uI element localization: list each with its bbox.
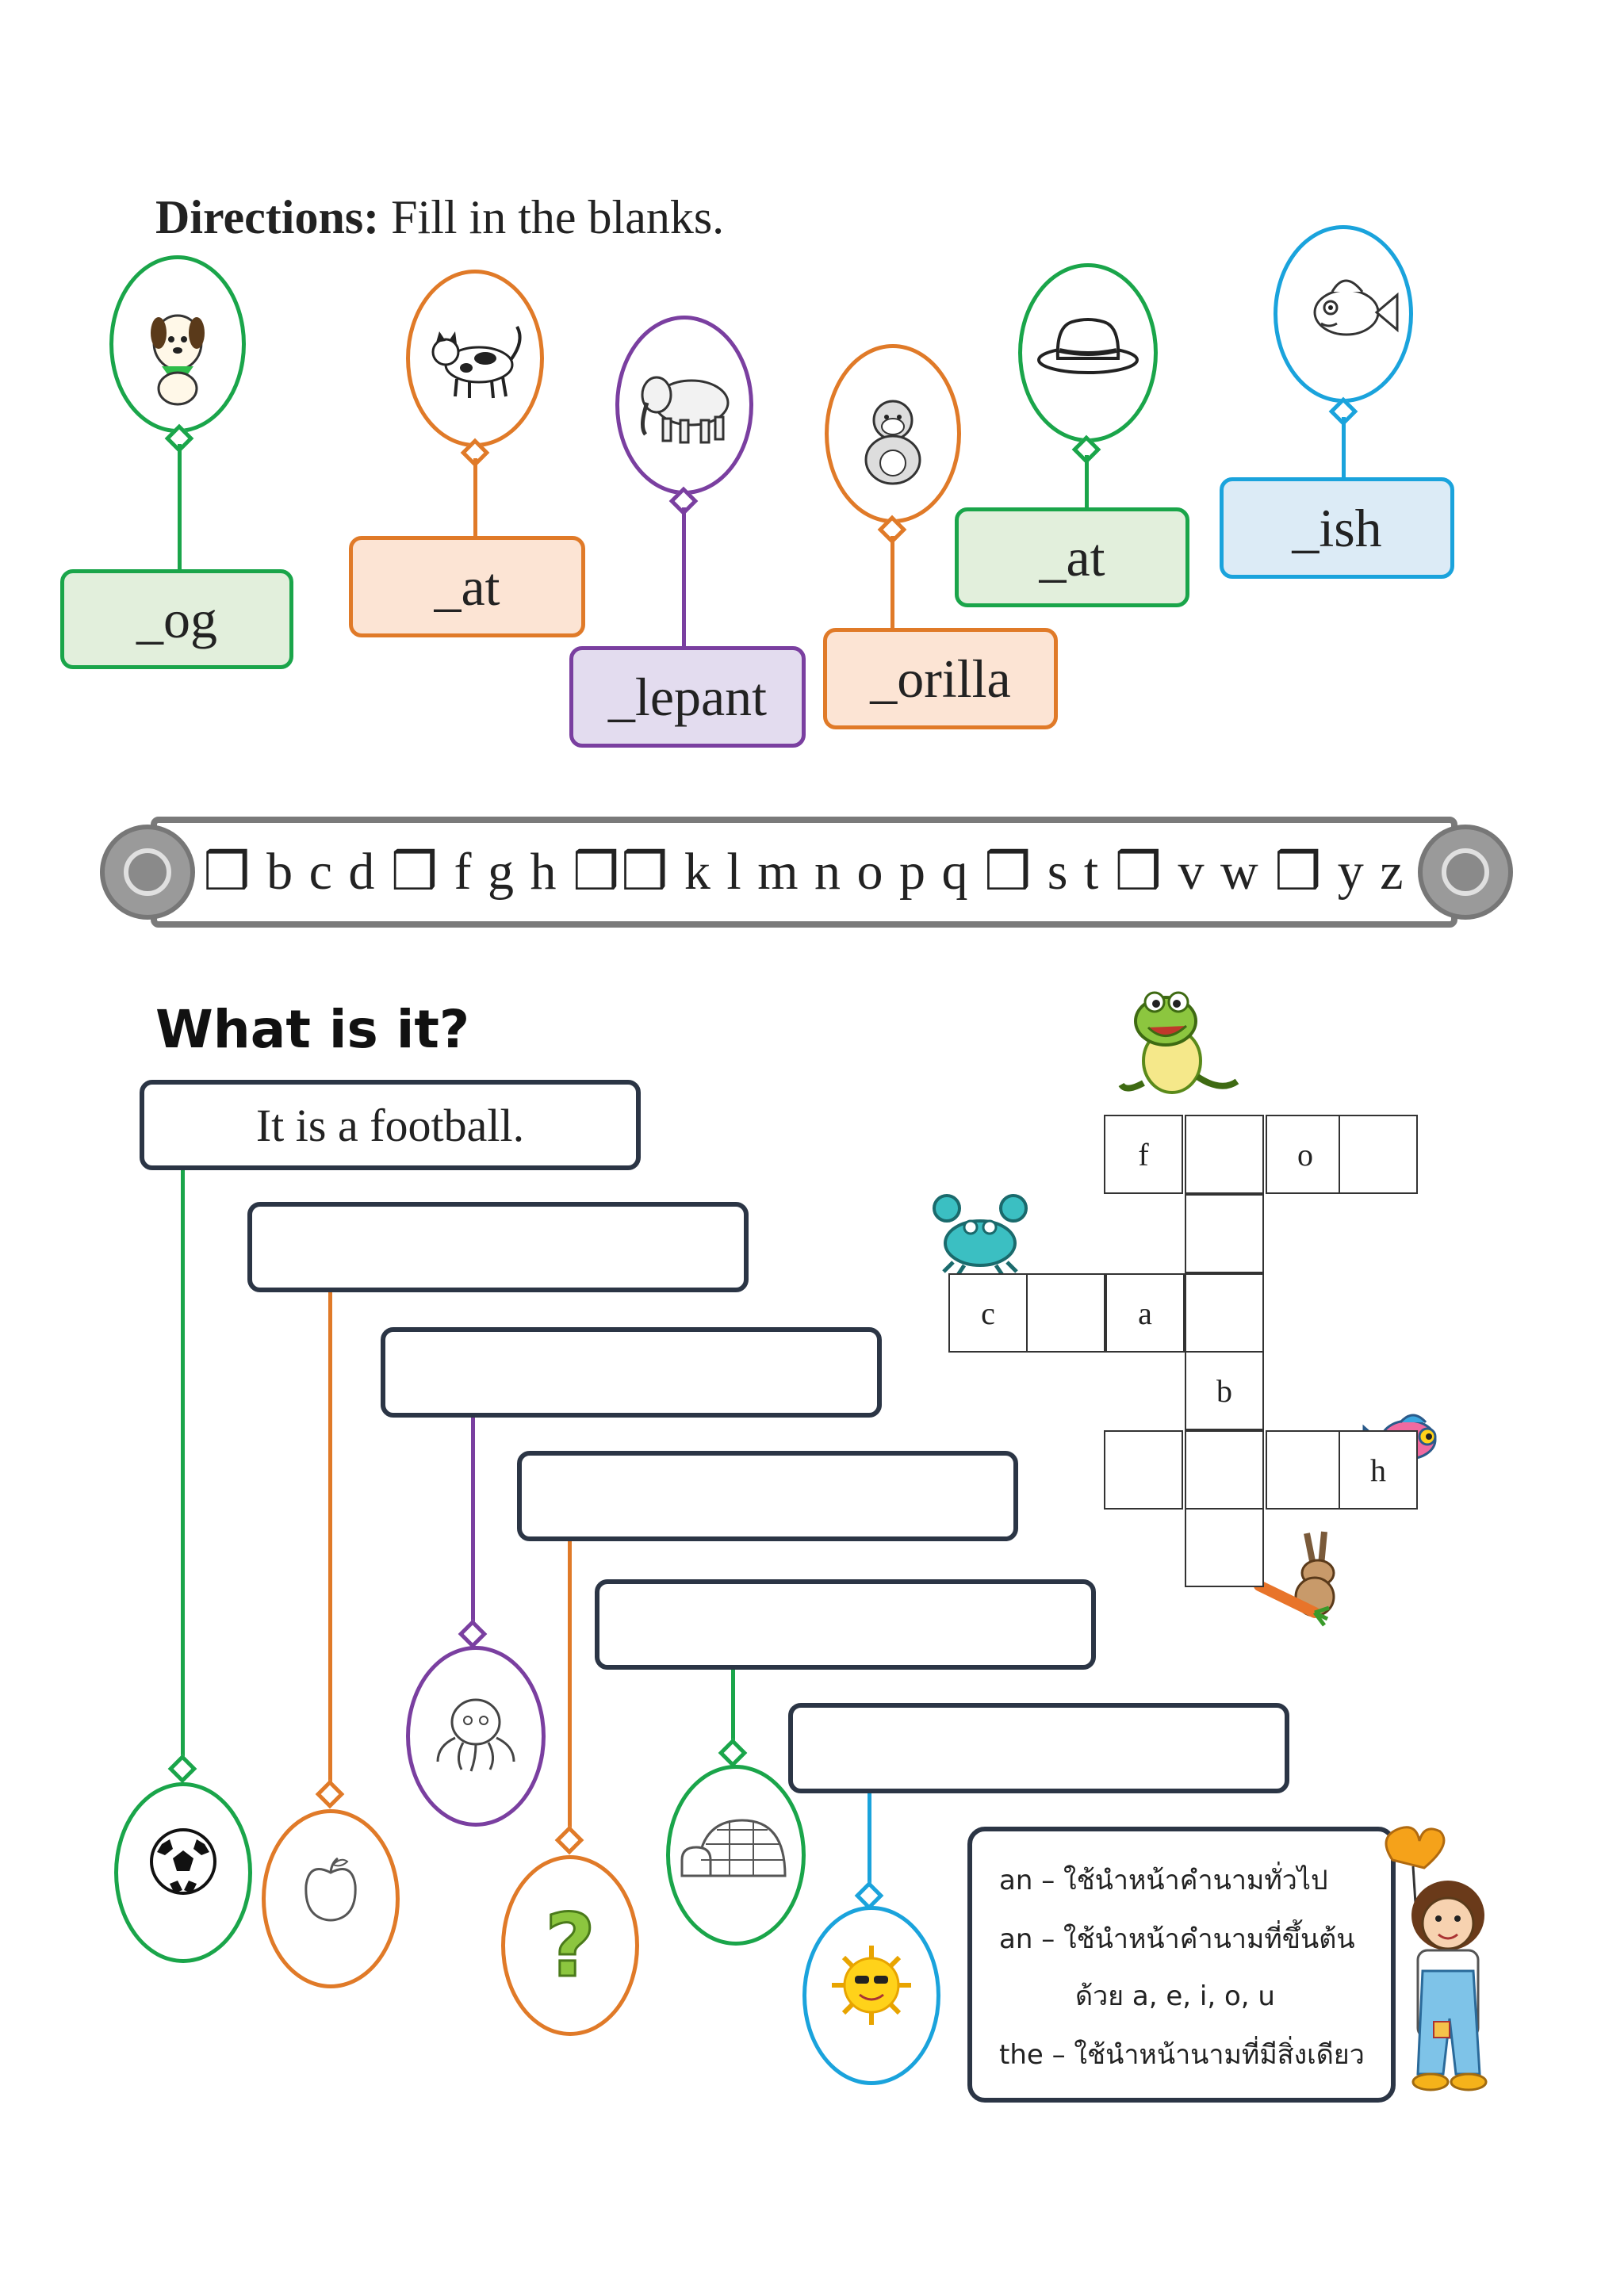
alphabet-bar: ❒ b c d ❒ f g h ❒❒ k l m n o p q ❒ s t ❒… — [151, 817, 1457, 928]
crossword-cell[interactable] — [1026, 1273, 1105, 1353]
answer-box-6[interactable] — [788, 1703, 1289, 1793]
alphabet-blank[interactable]: ❒ — [1274, 844, 1323, 901]
note-line: ด้วย a, e, i, o, u — [1075, 1980, 1275, 2012]
word-box-gorilla[interactable]: _orilla — [823, 628, 1058, 729]
crossword-cell[interactable] — [1185, 1508, 1264, 1587]
crossword-cell[interactable] — [1266, 1430, 1345, 1510]
crossword-cell[interactable]: o — [1266, 1115, 1345, 1194]
answer-box-3[interactable] — [381, 1327, 882, 1418]
word-box-hat[interactable]: _at — [955, 507, 1189, 607]
answer-box-1[interactable]: It is a football. — [140, 1080, 641, 1170]
crossword-cell[interactable] — [1104, 1430, 1183, 1510]
crossword-cell[interactable]: c — [948, 1273, 1028, 1353]
balloon-question: ? — [501, 1855, 639, 2036]
answer-string-2 — [328, 1292, 332, 1782]
football-icon — [150, 1828, 216, 1895]
scroll-end-left — [100, 825, 195, 920]
alphabet-blank[interactable]: ❒ — [621, 844, 670, 901]
word-box-elephant[interactable]: _lepant — [569, 646, 806, 748]
answer-string-1 — [181, 1170, 185, 1757]
balloon-octopus — [406, 1646, 546, 1827]
balloon-knot — [167, 1754, 197, 1784]
balloon-dog — [109, 255, 246, 433]
answer-string-3 — [471, 1418, 475, 1624]
crossword-cell[interactable] — [1185, 1115, 1264, 1194]
gorilla-icon — [864, 400, 921, 485]
alphabet-group: k l m n o p q — [684, 843, 970, 901]
alphabet-group: s t — [1047, 843, 1101, 901]
answer-string-6 — [868, 1793, 871, 1888]
answer-string-5 — [731, 1670, 735, 1749]
alphabet-group: y z — [1337, 843, 1405, 901]
crossword-cell[interactable]: b — [1185, 1351, 1264, 1430]
note-line: the – ใช้นำหน้านามที่มีสิ่งเดียว — [999, 2039, 1365, 2071]
answer-box-5[interactable] — [595, 1579, 1096, 1670]
balloon-hat — [1018, 263, 1158, 442]
answer-string-4 — [568, 1541, 572, 1831]
rabbit-carrot-icon — [1254, 1531, 1335, 1627]
balloon-elephant — [615, 316, 753, 495]
alphabet-blank[interactable]: ❒ — [390, 844, 440, 901]
word-box-fish[interactable]: _ish — [1220, 477, 1454, 579]
section-title: What is it? — [155, 999, 470, 1060]
article-note: an – ใช้นำหน้าคำนามทั่วไป an – ใช้นำหน้า… — [967, 1827, 1396, 2103]
balloon-knot — [718, 1738, 748, 1768]
alphabet-group: f g h — [454, 843, 558, 901]
alphabet-group: b c d — [266, 843, 377, 901]
word-box-cat[interactable]: _at — [349, 536, 585, 637]
igloo-icon — [680, 1819, 787, 1877]
crossword-cell[interactable]: f — [1104, 1115, 1183, 1194]
balloon-fish — [1274, 225, 1413, 403]
balloon-string — [682, 507, 686, 649]
balloon-cat — [406, 270, 544, 447]
answer-box-2[interactable] — [247, 1202, 749, 1292]
note-line: an – ใช้นำหน้าคำนามที่ขึ้นต้น — [999, 1923, 1355, 1955]
crossword-cell[interactable] — [1185, 1273, 1264, 1353]
directions-text: Fill in the blanks. — [391, 191, 725, 243]
balloon-football — [114, 1782, 252, 1963]
question-mark-icon: ? — [544, 1894, 597, 1998]
girl-with-balloon-icon — [1385, 1826, 1488, 2091]
answer-box-4[interactable] — [517, 1451, 1018, 1541]
crossword-cell[interactable] — [1339, 1115, 1418, 1194]
alphabet-blank[interactable]: ❒ — [1114, 844, 1163, 901]
sun-icon — [832, 1946, 911, 2025]
alphabet-group: v w — [1178, 843, 1260, 901]
balloon-string — [1085, 455, 1089, 509]
alphabet-blank[interactable]: ❒ — [984, 844, 1033, 901]
hat-icon — [1037, 318, 1139, 374]
crossword-cell[interactable]: a — [1105, 1273, 1185, 1353]
frog-icon — [1118, 991, 1239, 1094]
apple-icon — [304, 1857, 357, 1922]
alphabet-blank[interactable]: ❒ — [203, 844, 252, 901]
balloon-knot — [315, 1779, 345, 1809]
balloon-gorilla — [825, 344, 961, 523]
elephant-icon — [641, 376, 730, 444]
crossword-cell[interactable]: h — [1339, 1430, 1418, 1510]
balloon-string — [891, 536, 894, 631]
word-box-og[interactable]: _og — [60, 569, 293, 669]
balloon-apple — [262, 1809, 400, 1988]
crab-icon — [933, 1194, 1028, 1276]
balloon-sun — [802, 1906, 940, 2085]
directions-label: Directions: — [155, 191, 380, 243]
cat-icon — [431, 326, 522, 399]
scroll-end-right — [1418, 825, 1513, 920]
balloon-knot — [554, 1825, 584, 1855]
fish-icon — [1313, 279, 1399, 336]
balloon-knot — [458, 1619, 488, 1649]
directions: Directions: Fill in the blanks. — [155, 190, 724, 245]
note-line: an – ใช้นำหน้าคำนามทั่วไป — [999, 1865, 1328, 1896]
crossword-cell[interactable] — [1185, 1430, 1264, 1510]
balloon-string — [178, 444, 182, 571]
octopus-icon — [436, 1698, 515, 1772]
alphabet-blank[interactable]: ❒ — [573, 844, 622, 901]
balloon-string — [473, 458, 477, 538]
crossword-cell[interactable] — [1185, 1194, 1264, 1273]
dog-icon — [151, 314, 205, 406]
balloon-igloo — [666, 1765, 806, 1946]
balloon-string — [1342, 417, 1346, 479]
